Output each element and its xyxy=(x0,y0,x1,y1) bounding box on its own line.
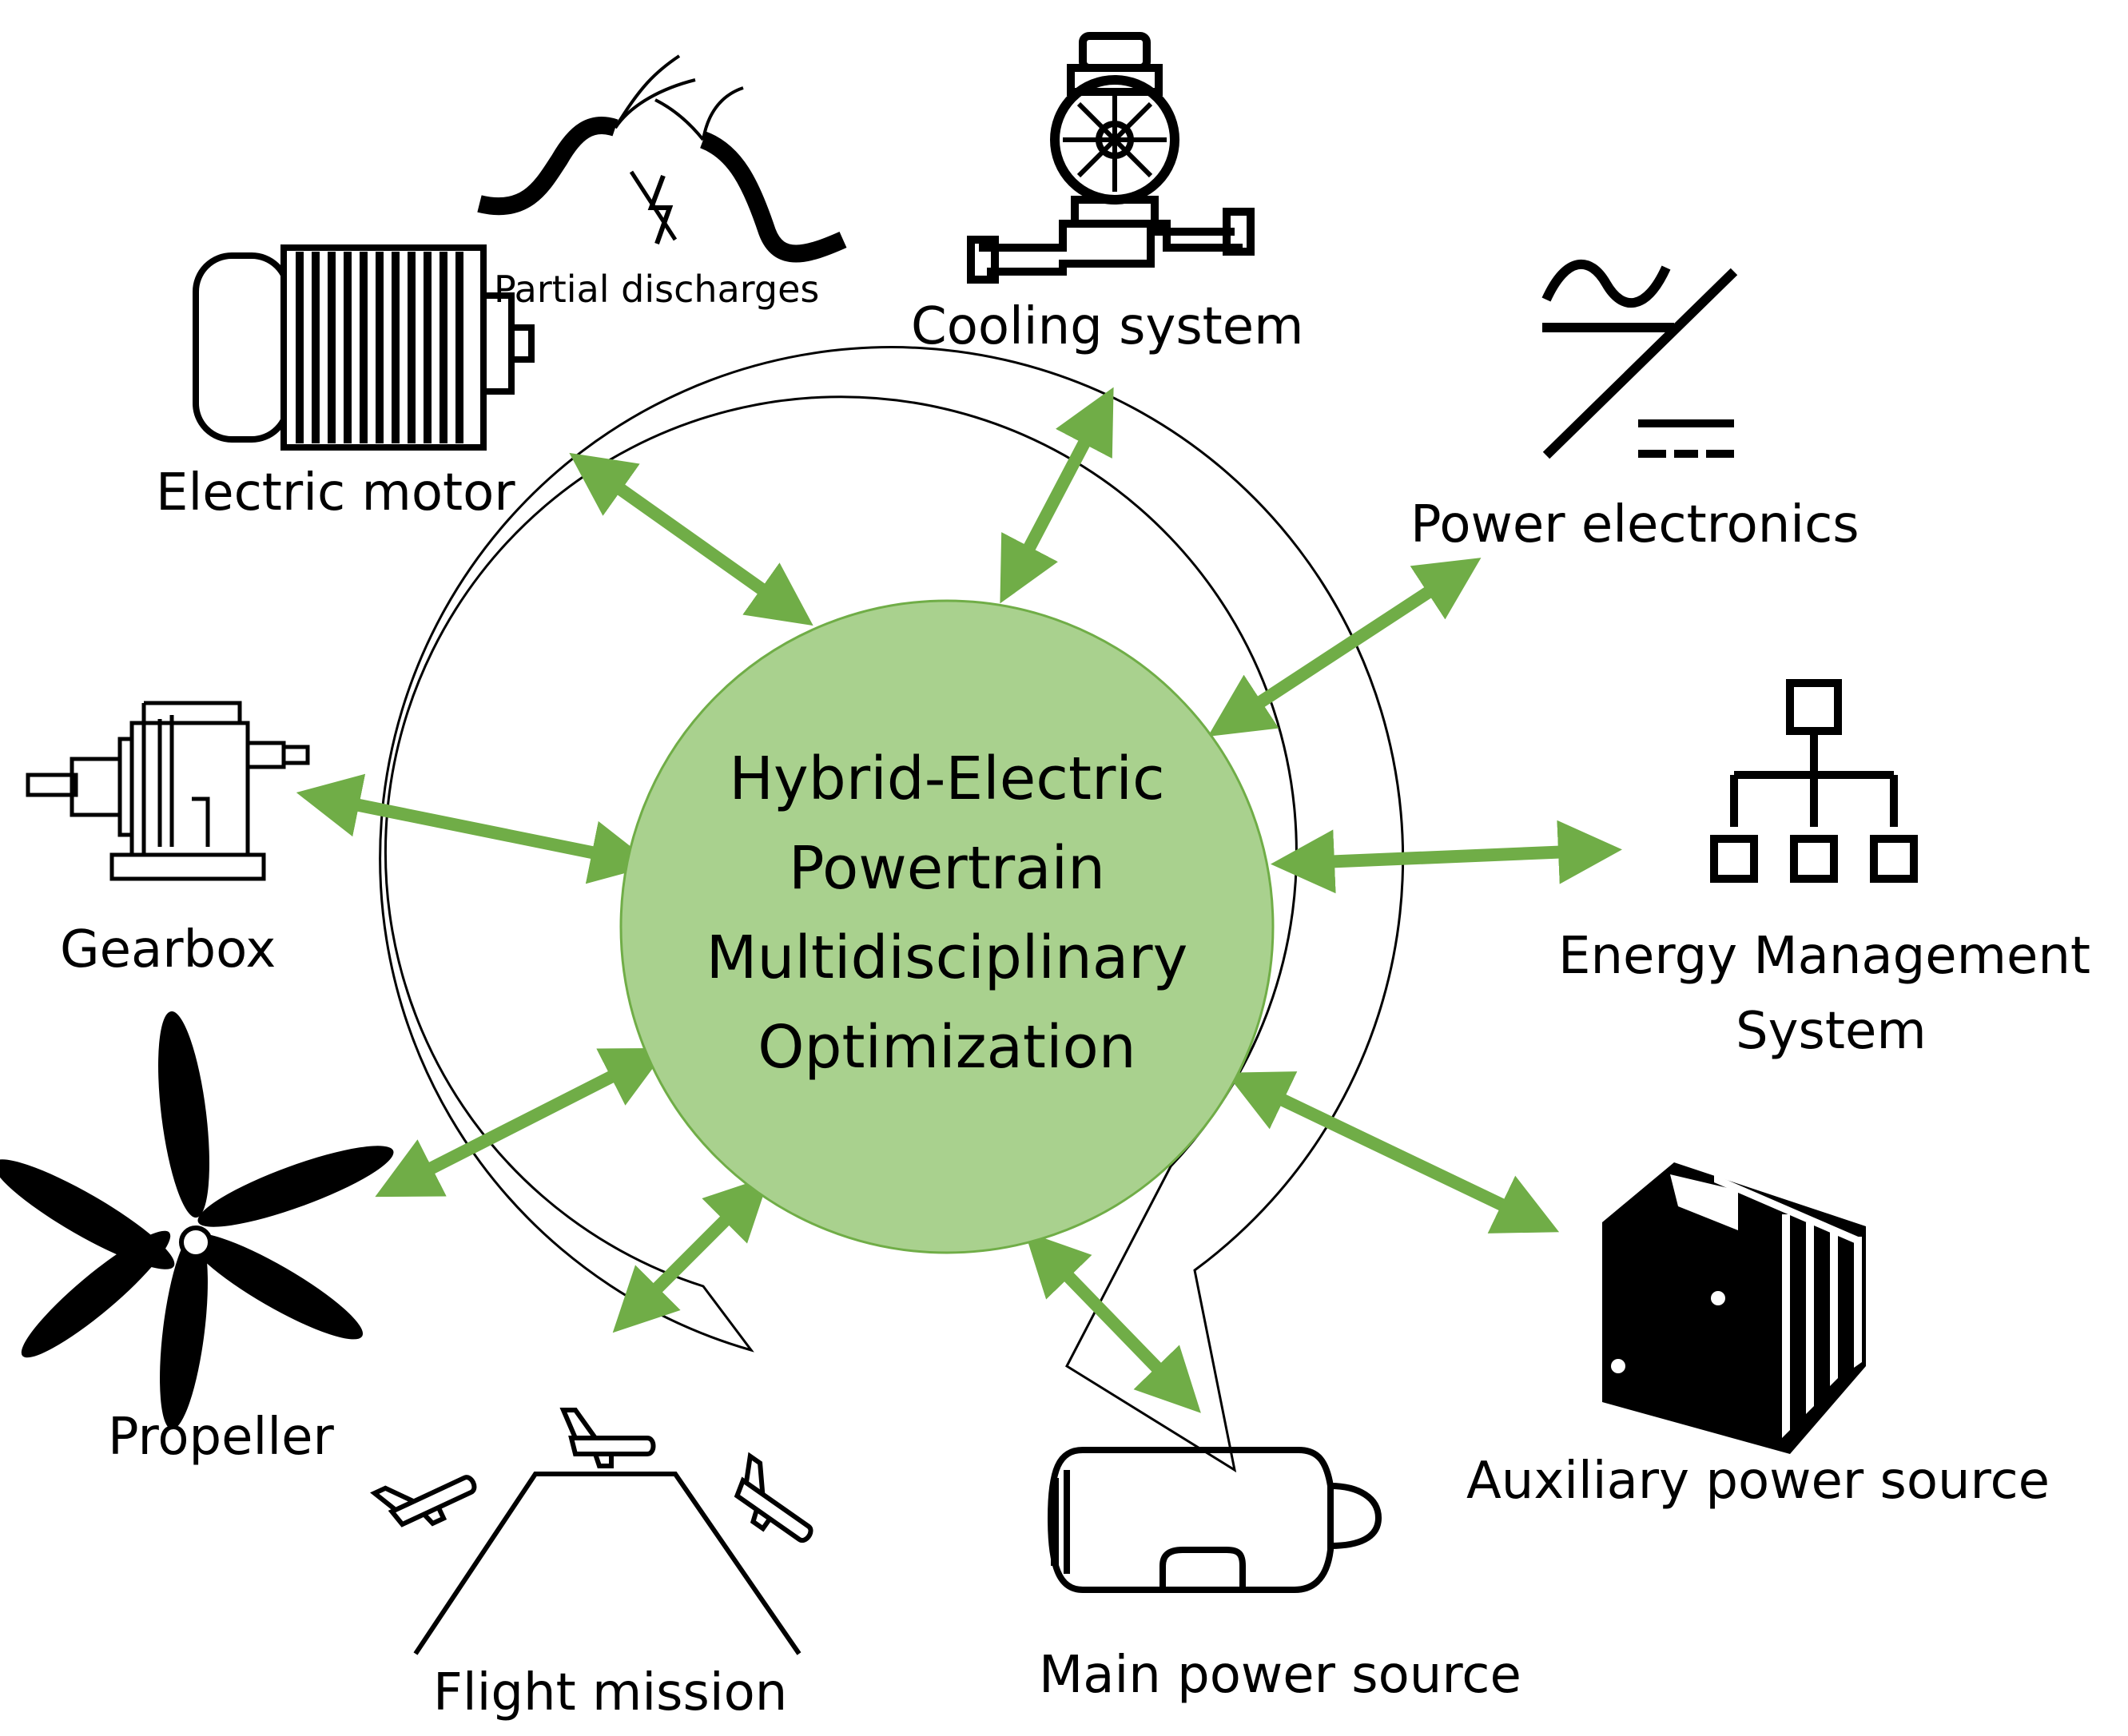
pump-icon xyxy=(967,32,1255,284)
propeller-label: Propeller xyxy=(108,1408,334,1467)
ac-dc-converter-icon xyxy=(1541,259,1738,459)
partial-discharge-cable-icon xyxy=(477,54,847,263)
connection-arrows xyxy=(296,387,1622,1413)
flight-mission-label: Flight mission xyxy=(433,1663,787,1722)
hierarchy-icon xyxy=(1710,679,1918,883)
gearbox-icon xyxy=(26,701,310,881)
main-power-source-label: Main power source xyxy=(1039,1646,1521,1705)
center-line-2: Powertrain xyxy=(789,834,1105,903)
arrow-power-electronics xyxy=(1207,558,1482,737)
airplane-icon-cruise xyxy=(559,1408,656,1468)
energy-management-label-1: Energy Management xyxy=(1558,927,2090,986)
arrow-auxiliary-power-source xyxy=(1225,1071,1560,1233)
center-circle xyxy=(619,599,1275,1254)
electric-motor-icon xyxy=(193,244,535,451)
flight-profile-icon xyxy=(370,1408,813,1655)
gearbox-label: Gearbox xyxy=(60,920,276,979)
arrow-main-power-source xyxy=(1024,1231,1201,1413)
electric-motor-label: Electric motor xyxy=(156,463,515,522)
center-line-1: Hybrid-Electric xyxy=(729,745,1164,813)
arrow-cooling-system xyxy=(1000,387,1114,604)
center-line-4: Optimization xyxy=(758,1013,1136,1082)
arrow-gearbox xyxy=(296,773,655,884)
battery-icon xyxy=(1602,1162,1866,1454)
arrow-electric-motor xyxy=(569,452,813,626)
arrow-flight-mission xyxy=(612,1175,770,1333)
power-electronics-label: Power electronics xyxy=(1410,495,1860,554)
engine-icon xyxy=(1047,1447,1382,1593)
center-line-3: Multidisciplinary xyxy=(706,924,1188,992)
center-title: Hybrid-Electric Powertrain Multidiscipli… xyxy=(706,745,1188,1082)
energy-management-label-2: System xyxy=(1736,1002,1927,1061)
propeller-icon xyxy=(0,1011,394,1430)
arrow-propeller xyxy=(375,1047,668,1198)
arrow-energy-management xyxy=(1271,820,1622,894)
airplane-icon-descent xyxy=(734,1452,813,1543)
airplane-icon-climb xyxy=(370,1475,477,1527)
auxiliary-power-source-label: Auxiliary power source xyxy=(1466,1452,2050,1511)
partial-discharges-label: Partial discharges xyxy=(494,268,819,311)
cooling-system-label: Cooling system xyxy=(911,297,1303,356)
